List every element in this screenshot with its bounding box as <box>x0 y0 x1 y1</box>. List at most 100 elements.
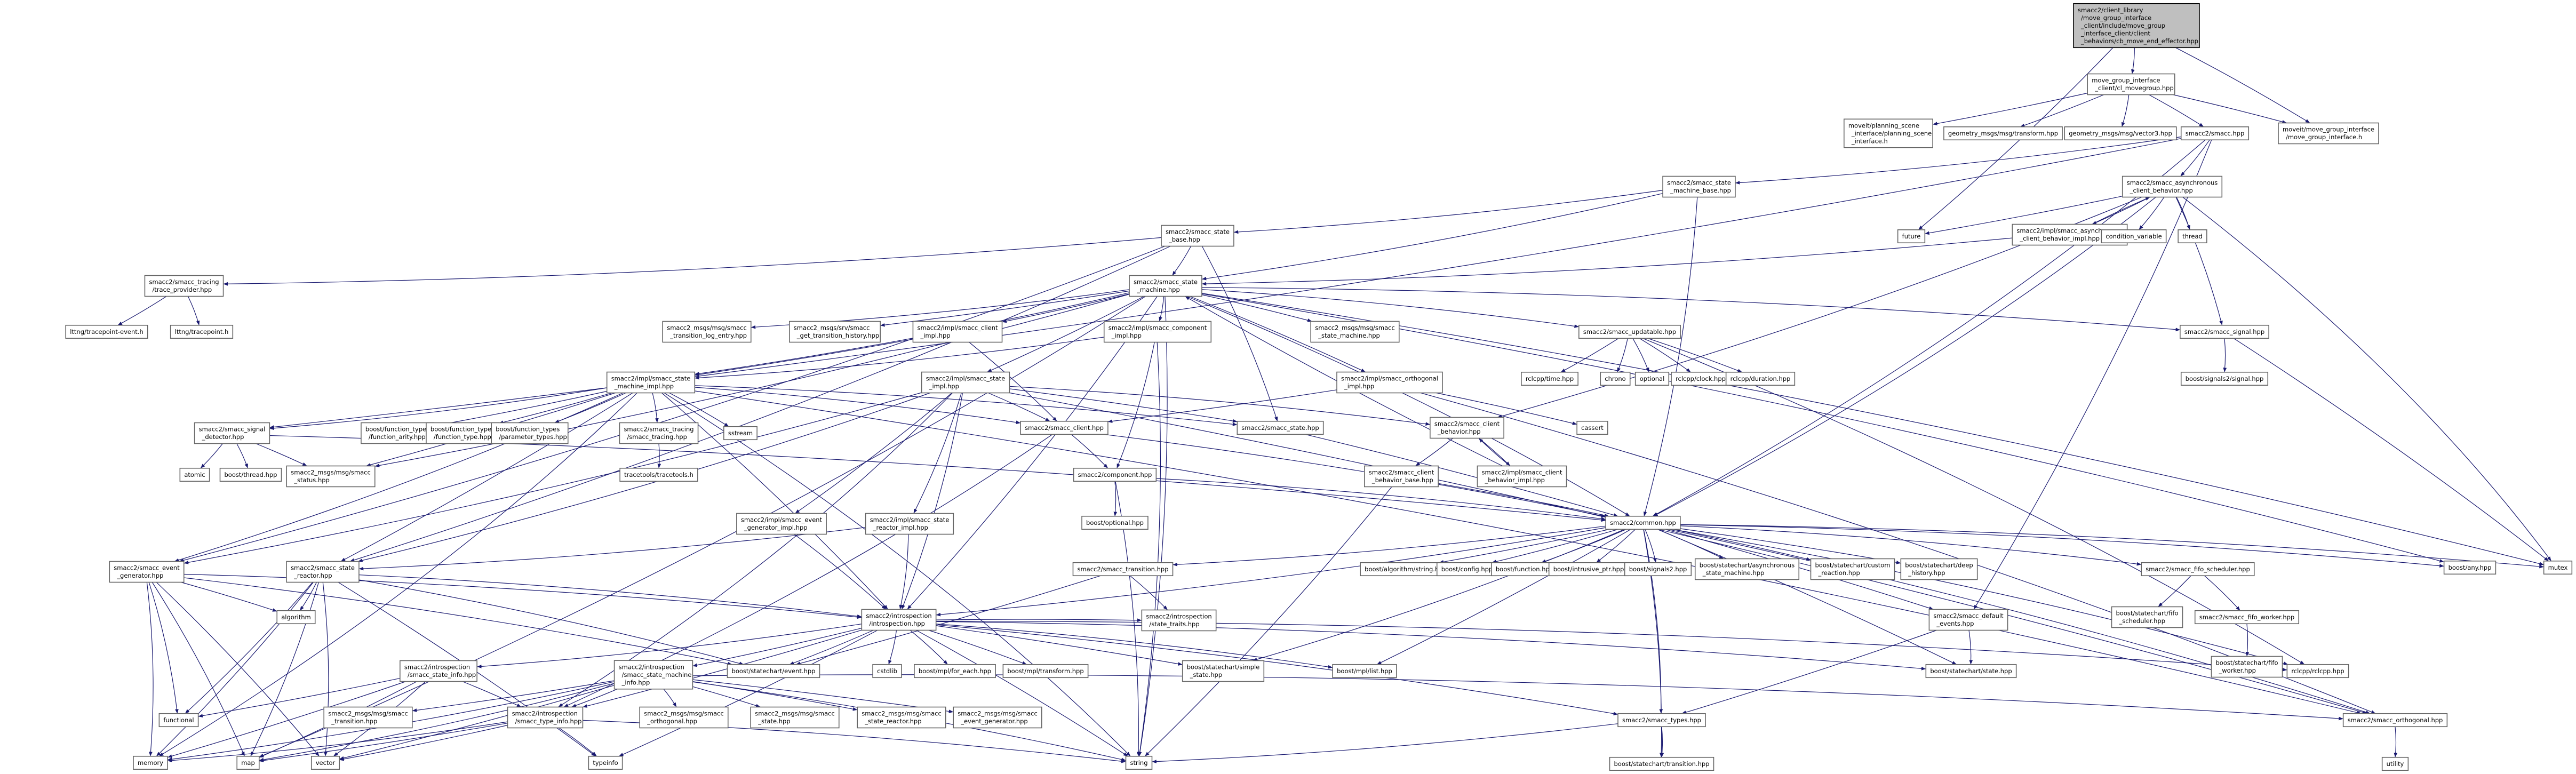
node-cstdlib[interactable]: cstdlib <box>872 664 902 679</box>
node-map[interactable]: map <box>236 755 260 770</box>
node-memory[interactable]: memory <box>133 755 168 770</box>
node-common[interactable]: smacc2/common.hpp <box>1605 515 1681 530</box>
node-b-any[interactable]: boost/any.hpp <box>2443 560 2497 575</box>
node-boost-optional[interactable]: boost/optional.hpp <box>1081 515 1149 530</box>
node-ft-type[interactable]: boost/function_types/function_type.hpp <box>426 422 499 444</box>
node-msg-state-reactor[interactable]: smacc2_msgs/msg/smacc_state_reactor.hpp <box>857 706 946 729</box>
node-b-fifo-worker[interactable]: boost/statechart/fifo_worker.hpp <box>2211 656 2283 678</box>
node-b-simple-state[interactable]: boost/statechart/simple_state.hpp <box>1182 660 1265 682</box>
node-typeinfo[interactable]: typeinfo <box>588 755 623 770</box>
node-evgen-impl[interactable]: smacc2/impl/smacc_event_generator_impl.h… <box>736 513 827 535</box>
node-component[interactable]: smacc2/component.hpp <box>1073 467 1157 482</box>
node-cassert[interactable]: cassert <box>1576 420 1608 435</box>
node-sm-info[interactable]: smacc2/introspection/smacc_state_machine… <box>613 660 693 690</box>
node-rclcpp-clock[interactable]: rclcpp/clock.hpp <box>1671 371 1730 386</box>
node-sm-impl[interactable]: smacc2/impl/smacc_state_machine_impl.hpp <box>606 371 696 394</box>
node-b-mpl-list[interactable]: boost/mpl/list.hpp <box>1332 664 1397 679</box>
node-vector[interactable]: vector <box>310 755 340 770</box>
node-optional[interactable]: optional <box>1634 371 1670 386</box>
node-atomic[interactable]: atomic <box>179 467 210 482</box>
node-cb-impl[interactable]: smacc2/impl/smacc_client_behavior_impl.h… <box>1477 465 1567 488</box>
node-boost-thread[interactable]: boost/thread.hpp <box>219 467 282 482</box>
node-b-custom-reaction[interactable]: boost/statechart/custom_reaction.hpp <box>1810 558 1895 580</box>
node-msg-state[interactable]: smacc2_msgs/msg/smacc_state.hpp <box>750 706 840 729</box>
node-sig-detector[interactable]: smacc2/smacc_signal_detector.hpp <box>194 422 270 444</box>
node-chrono[interactable]: chrono <box>1600 371 1631 386</box>
node-state-hpp[interactable]: smacc2/smacc_state.hpp <box>1237 420 1324 435</box>
node-b-signals2[interactable]: boost/signals2.hpp <box>1624 562 1692 577</box>
node-b-algo-string[interactable]: boost/algorithm/string.hpp <box>1360 562 1452 577</box>
node-rclcpp-time[interactable]: rclcpp/time.hpp <box>1521 371 1578 386</box>
node-cb-hpp[interactable]: smacc2/smacc_client_behavior.hpp <box>1430 417 1504 439</box>
node-tracing2[interactable]: smacc2/smacc_tracing/smacc_tracing.hpp <box>619 422 699 444</box>
node-reactor[interactable]: smacc2/smacc_state_reactor.hpp <box>286 561 360 583</box>
node-comp-impl[interactable]: smacc2/impl/smacc_component_impl.hpp <box>1103 321 1212 343</box>
node-msg-log[interactable]: smacc2_msgs/msg/smacc_transition_log_ent… <box>662 321 752 343</box>
node-default-events[interactable]: smacc2/smacc_default_events.hpp <box>1928 609 2008 631</box>
node-b-config[interactable]: boost/config.hpp <box>1436 562 1498 577</box>
node-msg-sm[interactable]: smacc2_msgs/msg/smacc_state_machine.hpp <box>1310 321 1400 343</box>
node-mutex[interactable]: mutex <box>2543 560 2573 575</box>
node-ft-param[interactable]: boost/function_types/parameter_types.hpp <box>491 422 569 444</box>
node-msg-status[interactable]: smacc2_msgs/msg/smacc_status.hpp <box>286 465 376 488</box>
node-signal[interactable]: smacc2/smacc_signal.hpp <box>2180 324 2269 339</box>
node-async-cb[interactable]: smacc2/smacc_asynchronous_client_behavio… <box>2122 175 2223 198</box>
node-geo-vector3[interactable]: geometry_msgs/msg/vector3.hpp <box>2064 126 2177 141</box>
node-string[interactable]: string <box>1125 755 1153 770</box>
node-b-transition[interactable]: boost/statechart/transition.hpp <box>1609 756 1714 771</box>
node-b-mpl-transform[interactable]: boost/mpl/transform.hpp <box>1002 664 1089 679</box>
node-rclcpp-dur[interactable]: rclcpp/duration.hpp <box>1725 371 1796 386</box>
node-orth-impl[interactable]: smacc2/impl/smacc_orthogonal_impl.hpp <box>1336 371 1443 394</box>
node-b-event[interactable]: boost/statechart/event.hpp <box>727 664 820 679</box>
node-msg-transition[interactable]: smacc2_msgs/msg/smacc_transition.hpp <box>323 706 413 729</box>
node-state-info[interactable]: smacc2/introspection/smacc_state_info.hp… <box>400 660 477 682</box>
node-orthogonal[interactable]: smacc2/smacc_orthogonal.hpp <box>2342 713 2448 728</box>
node-msg-orthogonal[interactable]: smacc2_msgs/msg/smacc_orthogonal.hpp <box>639 706 729 729</box>
node-type-info[interactable]: smacc2/introspection/smacc_type_info.hpp <box>507 706 584 729</box>
node-fifo-scheduler[interactable]: smacc2/smacc_fifo_scheduler.hpp <box>2141 562 2255 577</box>
node-updatable[interactable]: smacc2/smacc_updatable.hpp <box>1578 324 1681 339</box>
node-state-impl[interactable]: smacc2/impl/smacc_state_impl.hpp <box>921 371 1010 394</box>
node-rclcpp[interactable]: rclcpp/rclcpp.hpp <box>2286 664 2349 679</box>
node-reactor-impl[interactable]: smacc2/impl/smacc_state_reactor_impl.hpp <box>865 513 954 535</box>
node-state-base[interactable]: smacc2/smacc_state_base.hpp <box>1161 225 1234 247</box>
node-algorithm[interactable]: algorithm <box>276 610 316 625</box>
node-smacc-hpp[interactable]: smacc2/smacc.hpp <box>2180 126 2250 141</box>
node-b-async-sm[interactable]: boost/statechart/asynchronous_state_mach… <box>1694 558 1800 580</box>
node-b-fifo-sched[interactable]: boost/statechart/fifo_scheduler.hpp <box>2111 606 2183 628</box>
node-b-mpl-foreach[interactable]: boost/mpl/for_each.hpp <box>914 664 996 679</box>
node-mgi-client[interactable]: move_group_interface_client/cl_movegroup… <box>2087 73 2175 95</box>
node-introspection[interactable]: smacc2/introspection/introspection.hpp <box>861 609 937 631</box>
node-moveit-mgi[interactable]: moveit/move_group_interface/move_group_i… <box>2278 122 2379 145</box>
node-tracing[interactable]: smacc2/smacc_tracing/trace_provider.hpp <box>144 275 224 297</box>
node-lttng-tp[interactable]: lttng/tracepoint.h <box>170 324 234 339</box>
node-types[interactable]: smacc2/smacc_types.hpp <box>1617 713 1706 728</box>
node-sm-hpp[interactable]: smacc2/smacc_state_machine.hpp <box>1129 275 1202 297</box>
node-cond-var[interactable]: condition_variable <box>2101 229 2167 244</box>
node-client-impl[interactable]: smacc2/impl/smacc_client_impl.hpp <box>912 321 1003 343</box>
node-srv-hist[interactable]: smacc2_msgs/srv/smacc_get_transition_his… <box>789 321 881 343</box>
node-thread[interactable]: thread <box>2178 229 2207 244</box>
node-tracetools[interactable]: tracetools/tracetools.h <box>619 467 698 482</box>
node-ps-iface[interactable]: moveit/planning_scene_interface/planning… <box>1844 118 1933 148</box>
node-functional[interactable]: functional <box>158 713 199 728</box>
node-b-function[interactable]: boost/function.hpp <box>1491 562 1558 577</box>
node-cb-base[interactable]: smacc2/smacc_client_behavior_base.hpp <box>1364 465 1439 488</box>
node-ft-arity[interactable]: boost/function_types/function_arity.hpp <box>361 422 434 444</box>
node-b-state[interactable]: boost/statechart/state.hpp <box>1925 664 2017 679</box>
node-b-intrusive[interactable]: boost/intrusive_ptr.hpp <box>1548 562 1629 577</box>
node-sm-base[interactable]: smacc2/smacc_state_machine_base.hpp <box>1662 175 1736 198</box>
node-client-hpp[interactable]: smacc2/smacc_client.hpp <box>1020 420 1108 435</box>
node-signals2[interactable]: boost/signals2/signal.hpp <box>2180 371 2269 386</box>
node-geo-transform[interactable]: geometry_msgs/msg/transform.hpp <box>1943 126 2063 141</box>
node-sstream[interactable]: sstream <box>723 426 757 441</box>
node-b-deep-history[interactable]: boost/statechart/deep_history.hpp <box>1900 558 1978 580</box>
node-intro-state-traits[interactable]: smacc2/introspection/state_traits.hpp <box>1141 609 1217 632</box>
node-future[interactable]: future <box>1897 229 1926 244</box>
node-event-gen[interactable]: smacc2/smacc_event_generator.hpp <box>109 561 185 583</box>
node-fifo-worker[interactable]: smacc2/smacc_fifo_worker.hpp <box>2194 610 2300 625</box>
node-utility[interactable]: utility <box>2381 756 2409 771</box>
node-transition[interactable]: smacc2/smacc_transition.hpp <box>1072 562 1174 577</box>
node-lttng-event[interactable]: lttng/tracepoint-event.h <box>65 324 148 339</box>
node-msg-event-gen[interactable]: smacc2_msgs/msg/smacc_event_generator.hp… <box>953 706 1042 729</box>
